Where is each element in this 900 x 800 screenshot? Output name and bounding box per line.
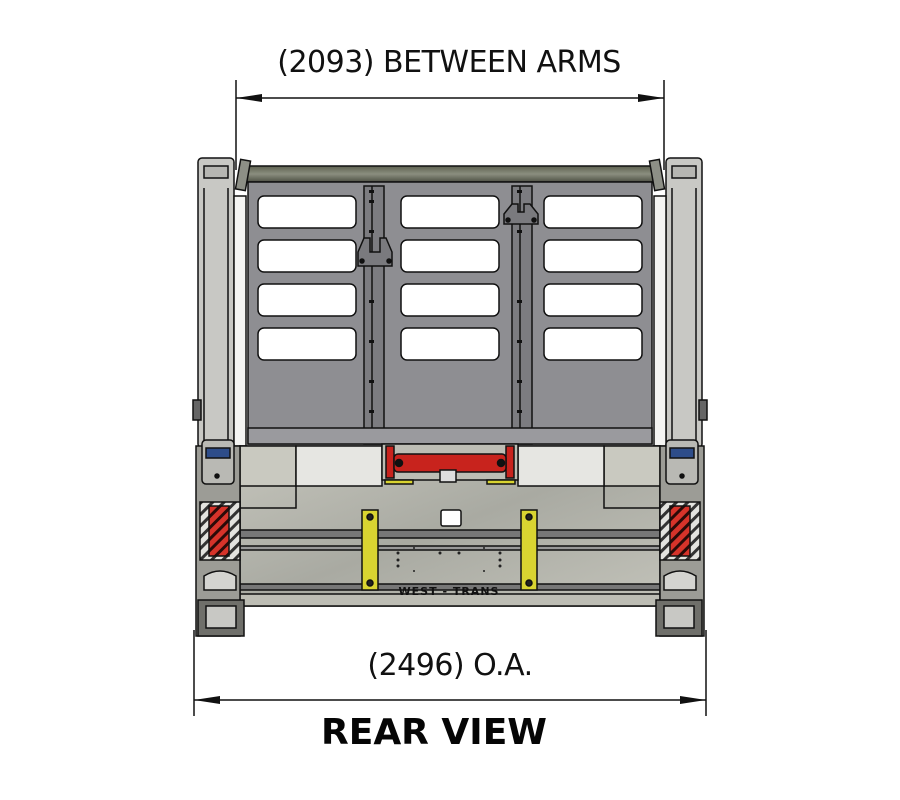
between-arms-dimension-label: (2093) BETWEEN ARMS <box>277 45 621 80</box>
plate-bolts <box>396 547 502 572</box>
hinge-brackets <box>357 203 539 267</box>
view-title: REAR VIEW <box>321 712 547 753</box>
left-arm <box>192 157 252 449</box>
right-leg-assembly <box>655 439 705 637</box>
overall-dimension-label: (2496) O.A. <box>367 648 533 683</box>
channel-bolts <box>369 190 522 413</box>
overall-dimension <box>193 630 707 716</box>
red-latch-cylinder <box>381 443 519 485</box>
left-leg-assembly <box>195 439 245 637</box>
brand-mark: WEST - TRANS <box>398 585 500 598</box>
right-arm <box>648 157 708 449</box>
yellow-brackets <box>361 509 538 591</box>
gate-windows <box>257 195 643 361</box>
between-arms-dimension <box>235 80 665 170</box>
top-rail <box>239 165 661 183</box>
